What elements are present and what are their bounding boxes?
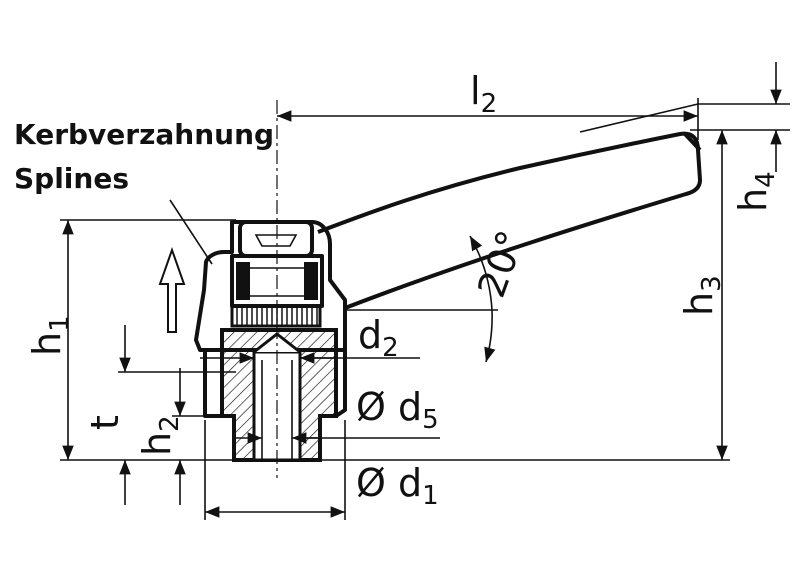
- svg-text:h3: h3: [677, 275, 727, 316]
- label-d5: Ø d5: [356, 385, 439, 435]
- hub-housing: [194, 220, 347, 352]
- direction-arrow-icon: [158, 246, 186, 333]
- lever-arm: [317, 131, 702, 320]
- label-angle: 20°: [469, 225, 533, 303]
- callout-line1: Kerbverzahnung: [14, 118, 274, 151]
- dimension-lines: [60, 62, 790, 520]
- threaded-bushing: [203, 328, 347, 462]
- ring-right: [304, 262, 318, 300]
- label-h1: h1: [25, 315, 75, 356]
- screw-head: [238, 220, 314, 258]
- svg-text:20°: 20°: [469, 225, 533, 303]
- hex-socket: [254, 234, 298, 247]
- svg-text:h1: h1: [25, 315, 75, 356]
- spline-band: [230, 304, 322, 328]
- label-l2: l2: [470, 69, 497, 119]
- svg-text:h2: h2: [135, 415, 185, 456]
- label-d2: d2: [358, 313, 399, 363]
- label-d1: Ø d1: [356, 461, 439, 511]
- ring-left: [236, 262, 250, 300]
- label-h3: h3: [677, 275, 727, 316]
- callout-line2: Splines: [14, 162, 129, 195]
- svg-text:h4: h4: [731, 171, 781, 212]
- svg-text:t: t: [83, 415, 127, 430]
- label-h4: h4: [731, 171, 781, 212]
- label-t: t: [83, 415, 127, 430]
- label-h2: h2: [135, 415, 185, 456]
